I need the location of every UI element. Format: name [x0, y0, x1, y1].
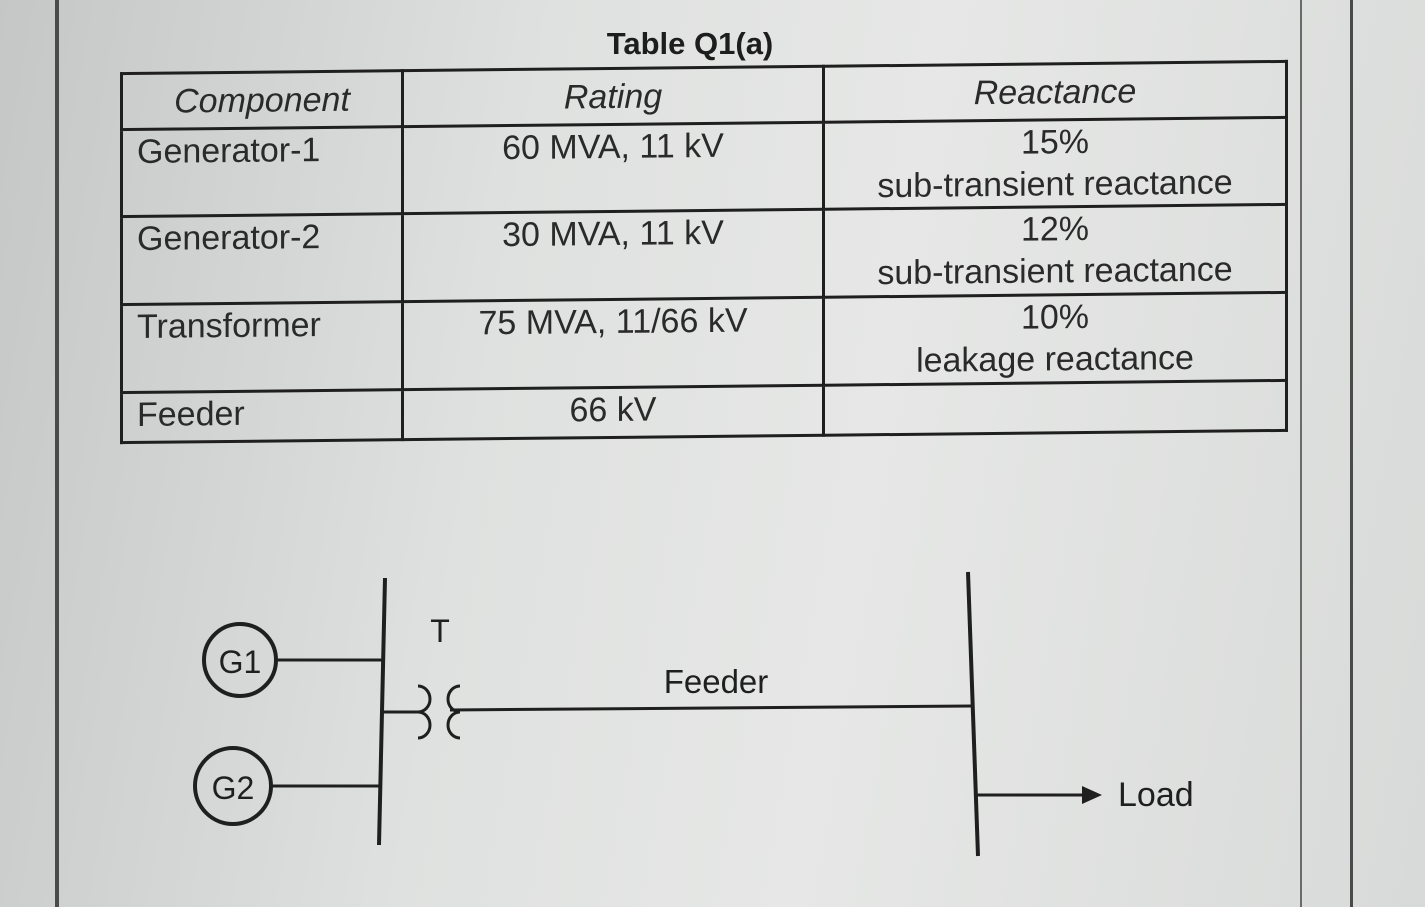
generator-g2-label: G2	[212, 770, 255, 806]
table-title: Table Q1(a)	[606, 26, 774, 61]
transformer-symbol: T	[383, 613, 461, 740]
arrow-head-icon	[1082, 786, 1102, 804]
generator-busbar	[377, 577, 387, 846]
generator-g1-label: G1	[219, 644, 262, 680]
transformer-secondary-winding	[446, 684, 461, 740]
screen-frame-left	[55, 0, 59, 907]
transformer-primary-winding	[417, 684, 432, 740]
load-arrow	[976, 786, 1102, 804]
feeder-label: Feeder	[664, 663, 769, 700]
feeder-line	[449, 704, 973, 712]
load-label: Load	[1118, 776, 1194, 814]
generator-g1: G1	[202, 622, 383, 698]
transformer-label: T	[430, 613, 450, 649]
screen-frame-right	[1350, 0, 1353, 907]
screen-frame-inner-right	[1300, 0, 1302, 907]
load-busbar	[966, 571, 980, 857]
generator-g2: G2	[193, 746, 380, 826]
